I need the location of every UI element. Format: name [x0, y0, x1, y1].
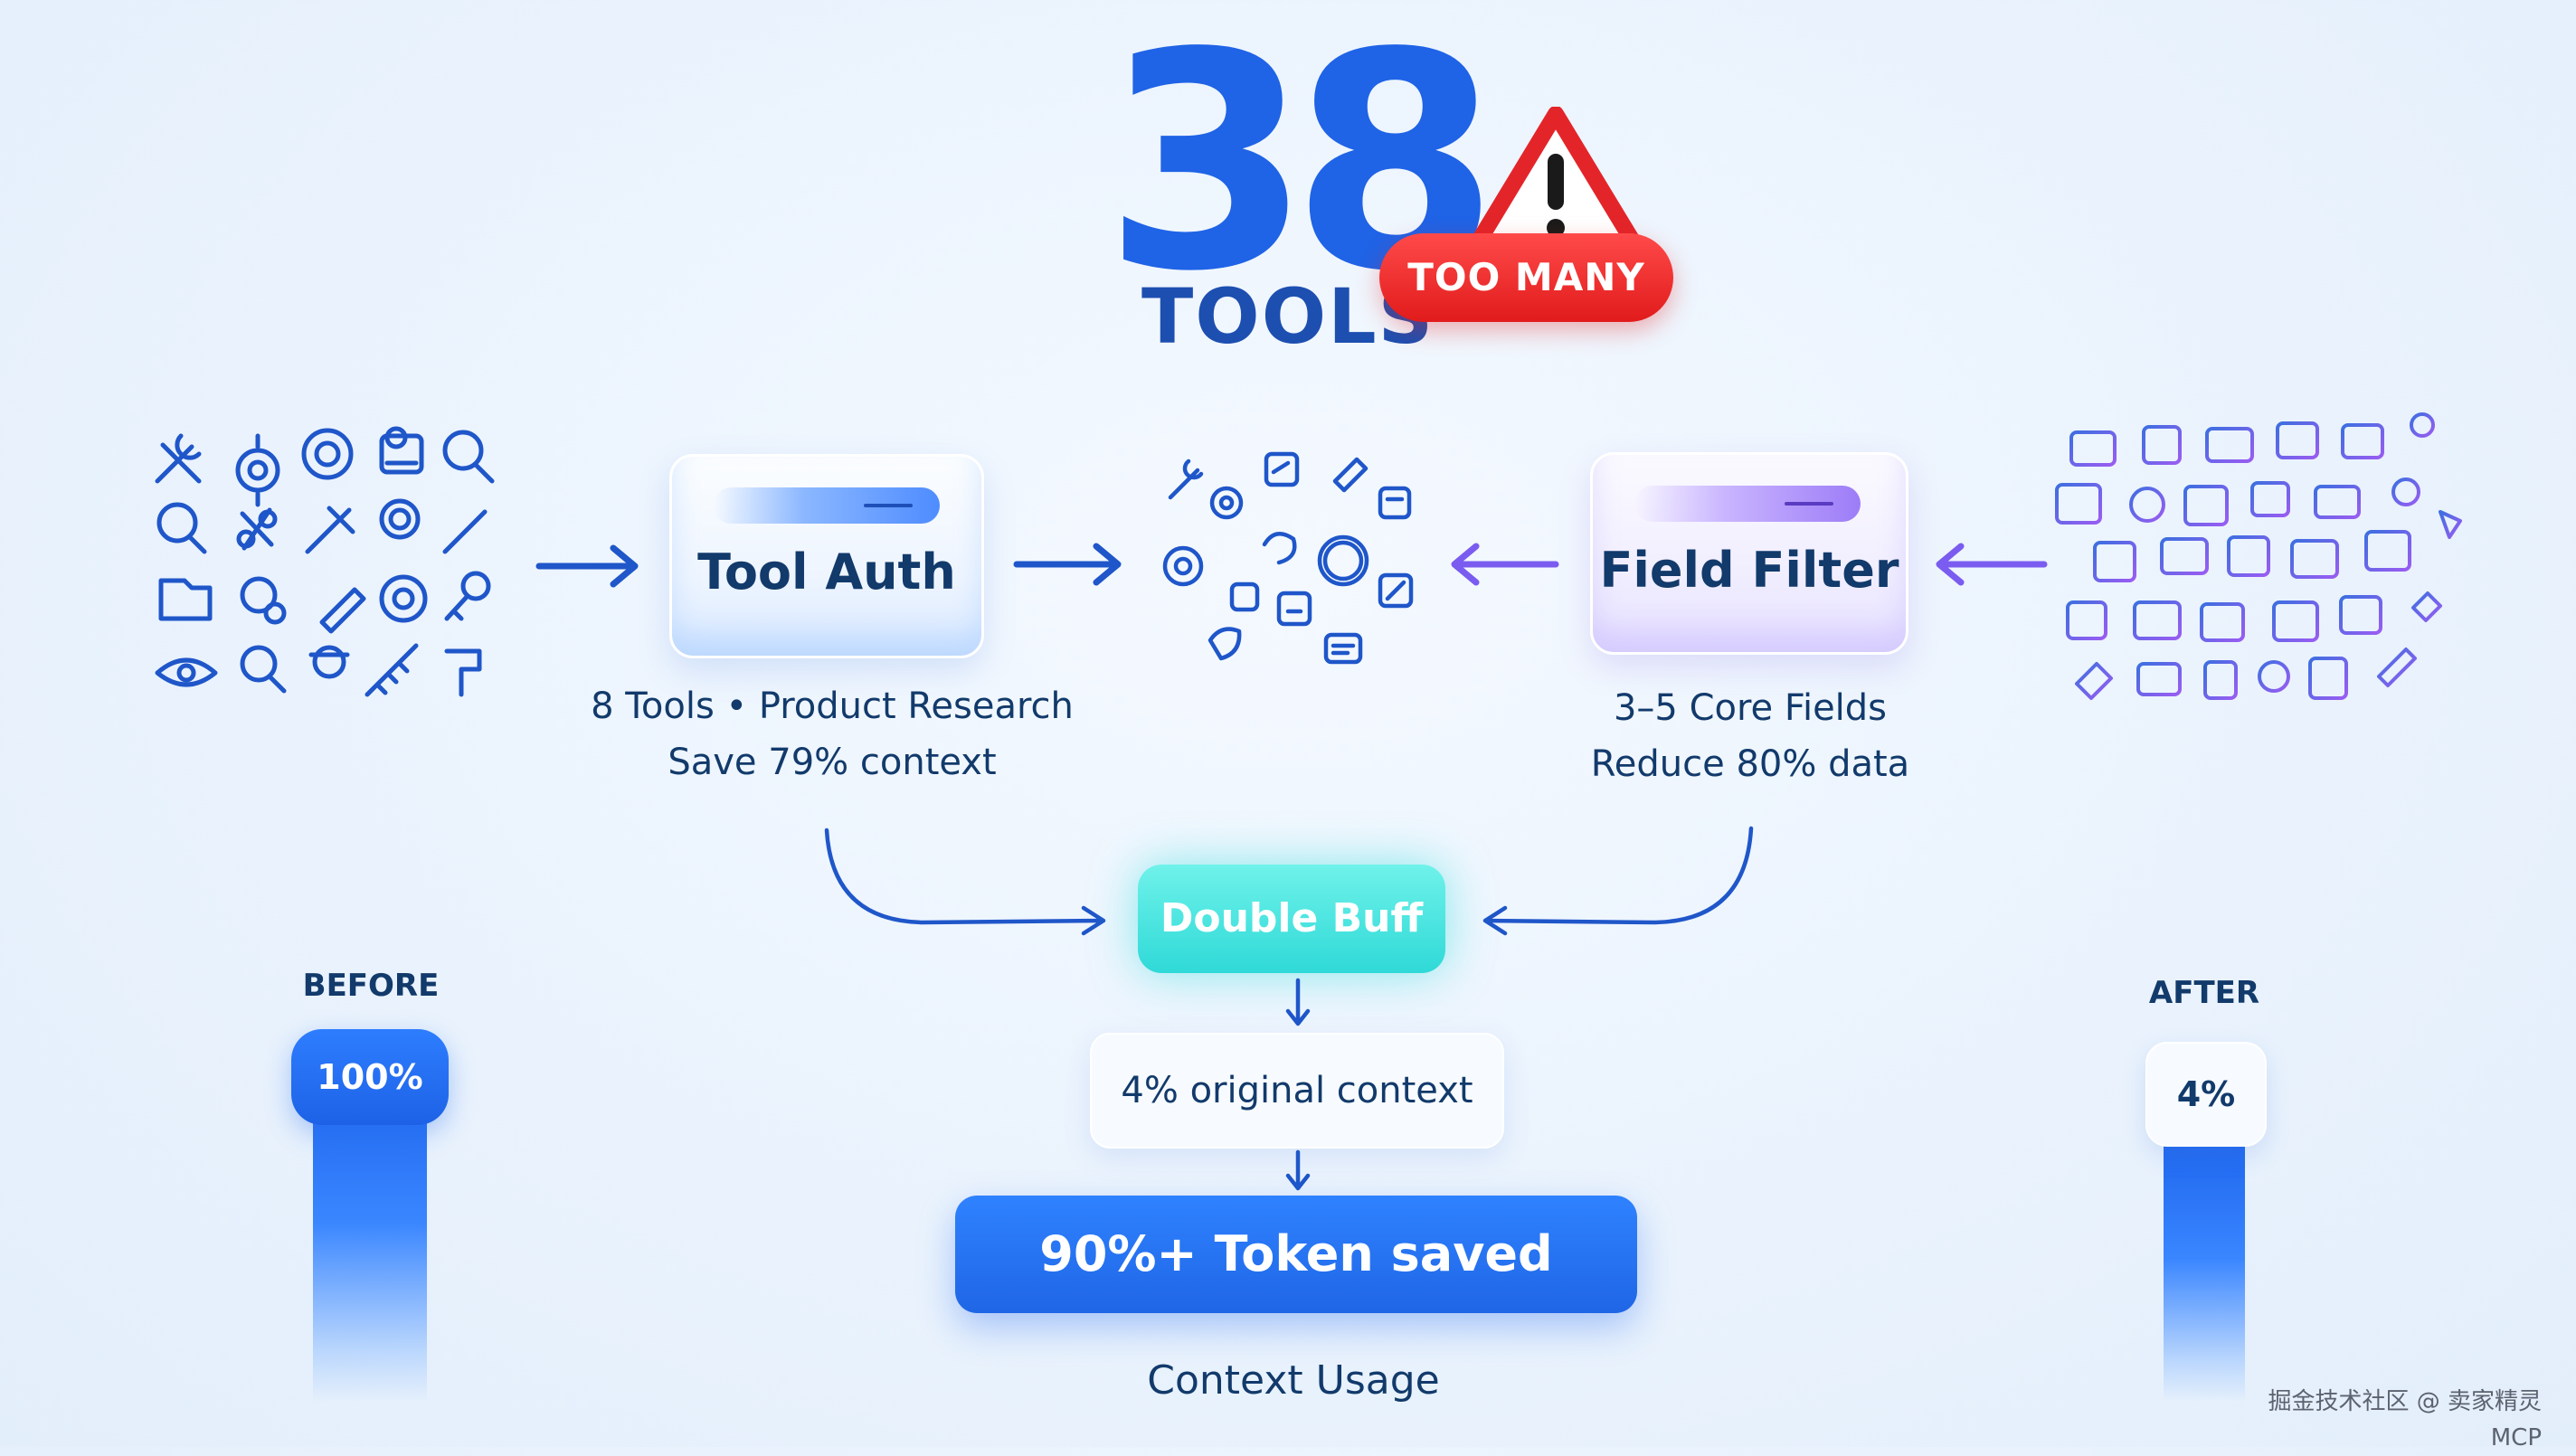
plug-icon — [305, 506, 355, 554]
search-icon — [240, 645, 287, 694]
arrow-left-icon — [1451, 543, 1559, 586]
scissors-icon — [236, 507, 278, 551]
double-buff-node: Double Buff — [1138, 865, 1445, 973]
tool-auth-label: Tool Auth — [697, 544, 956, 600]
field-filter-line1: 3–5 Core Fields — [1613, 687, 1888, 729]
after-value-badge: 4% — [2145, 1042, 2267, 1147]
hammer-icon — [444, 648, 482, 697]
watermark: 掘金技术社区 @ 卖家精灵MCP — [2268, 1388, 2542, 1451]
search-icon — [442, 430, 495, 484]
tool-auth-line2: Save 79% context — [668, 742, 997, 783]
lock-gear-icon — [240, 576, 287, 625]
before-value-badge: 100% — [291, 1029, 449, 1125]
progress-pill-icon — [714, 487, 940, 524]
field-filter-card: Field Filter — [1590, 452, 1908, 655]
chain-tool-icon — [365, 643, 419, 697]
settings-panel-icon — [379, 426, 424, 475]
before-usage-fill — [313, 1076, 427, 1402]
before-label: BEFORE — [302, 968, 440, 1004]
field-filter-label: Field Filter — [1599, 542, 1899, 599]
too-many-badge: TOO MANY — [1379, 233, 1673, 322]
screwdriver-icon — [442, 509, 488, 554]
after-usage-bar — [2164, 1141, 2245, 1402]
context-result-box: 4% original context — [1090, 1033, 1504, 1149]
gear-icon — [379, 574, 428, 623]
tool-auth-card: Tool Auth — [669, 454, 984, 658]
selected-tools-cluster — [1158, 445, 1429, 680]
curved-arrow-icon — [824, 827, 1106, 936]
data-field-icons-cluster — [2051, 405, 2477, 713]
ring-icon — [379, 498, 421, 540]
tool-auth-line1: 8 Tools • Product Research — [591, 685, 1074, 727]
gear-icon — [301, 428, 354, 480]
wrench-icon — [155, 433, 202, 484]
field-filter-line2: Reduce 80% data — [1590, 743, 1910, 785]
key-icon — [444, 571, 491, 621]
eye-icon — [155, 657, 218, 687]
curved-arrow-icon — [1482, 826, 1754, 936]
after-label: AFTER — [2148, 975, 2260, 1011]
folder-icon — [158, 578, 213, 621]
after-usage-fill — [2164, 1141, 2245, 1402]
gear-icon — [235, 433, 280, 507]
arrow-left-icon — [1936, 543, 2048, 586]
token-saved-banner: 90%+ Token saved — [955, 1196, 1637, 1313]
arrow-down-icon — [1285, 978, 1311, 1026]
arrow-right-icon — [1013, 543, 1122, 586]
field-filter-description: 3–5 Core Fields Reduce 80% data — [1501, 680, 1999, 792]
progress-pill-icon — [1634, 486, 1861, 522]
tool-icons-cluster — [145, 418, 507, 716]
pencil-icon — [319, 587, 366, 634]
before-usage-bar — [313, 1076, 427, 1402]
arrow-right-icon — [535, 544, 639, 588]
search-icon — [156, 502, 207, 554]
context-usage-label: Context Usage — [1147, 1357, 1440, 1404]
tool-auth-description: 8 Tools • Product Research Save 79% cont… — [561, 678, 1103, 790]
arrow-down-icon — [1285, 1149, 1311, 1191]
camera-icon — [308, 645, 350, 679]
